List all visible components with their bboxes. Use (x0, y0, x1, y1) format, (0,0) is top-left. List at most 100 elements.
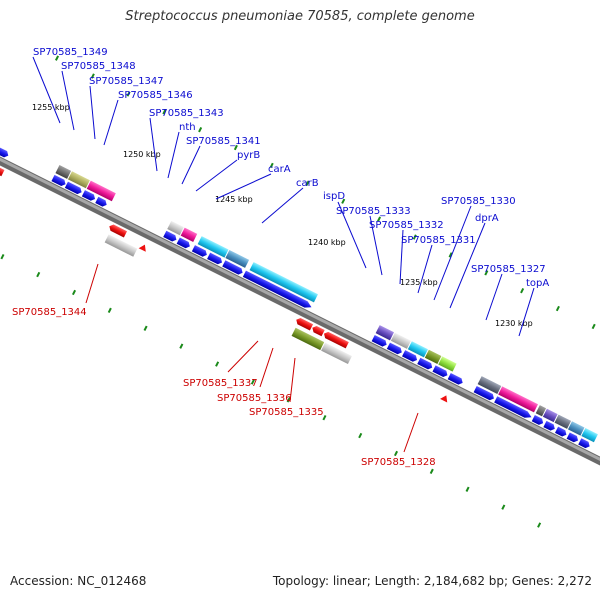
tick-label: 1245 kbp (215, 195, 253, 204)
gene-label[interactable]: SP70585_1343 (149, 108, 224, 119)
ruler-tick (501, 504, 506, 510)
gene-label[interactable]: carB (296, 178, 319, 189)
forward-cds-arrow (222, 260, 243, 275)
reverse-cds-arrow (296, 317, 314, 331)
ruler-labels: 1255 kbp 1250 kbp 1245 kbp 1240 kbp 1235… (32, 103, 533, 328)
genome-summary: Topology: linear; Length: 2,184,682 bp; … (272, 574, 592, 588)
ruler-tick (215, 361, 220, 367)
gene-label[interactable]: SP70585_1335 (249, 407, 324, 418)
gene-label[interactable]: dprA (475, 213, 499, 224)
ruler-tick (143, 325, 148, 331)
gene-label[interactable]: SP70585_1328 (361, 457, 436, 468)
feature-block (424, 349, 442, 365)
ruler-tick (269, 162, 274, 169)
feature-block (375, 325, 394, 341)
forward-cds-arrow (578, 438, 590, 449)
forward-cds-arrow (0, 145, 9, 158)
reverse-cds-arrow (312, 326, 325, 337)
label-leader (518, 287, 535, 337)
feature-block (542, 408, 558, 423)
gene-label[interactable]: topA (526, 278, 549, 289)
feature-block (477, 376, 502, 394)
ruler-tick (126, 91, 131, 97)
feature-block (167, 220, 184, 236)
forward-cds-arrow (191, 245, 207, 257)
gene-label[interactable]: SP70585_1331 (401, 235, 476, 246)
backbone-highlight (0, 135, 600, 506)
forward-cds-arrow (494, 396, 532, 418)
gene-label[interactable]: SP70585_1336 (217, 393, 292, 404)
label-leader (89, 85, 96, 140)
gene-label[interactable]: SP70585_1333 (336, 206, 411, 217)
ruler-tick (465, 486, 470, 492)
map-title: Streptococcus pneumoniae 70585, complete… (125, 9, 475, 24)
label-leader (261, 187, 304, 224)
gene-label[interactable]: SP70585_1337 (183, 378, 258, 389)
label-leader (369, 215, 383, 276)
reverse-feature-track (104, 234, 352, 365)
gene-label[interactable]: SP70585_1341 (186, 136, 261, 147)
gene-label[interactable]: pyrB (237, 150, 260, 161)
ruler-tick (393, 450, 399, 457)
gene-label[interactable]: SP70585_1327 (471, 264, 546, 275)
forward-cds-arrow (163, 230, 177, 242)
ruler-tick (591, 323, 596, 330)
ruler-tick (233, 144, 238, 151)
label-leader (337, 201, 367, 269)
forward-cds-arrow (176, 237, 190, 249)
tick-label: 1230 kbp (495, 319, 533, 328)
feature-block (535, 405, 547, 417)
feature-block (225, 249, 250, 268)
label-leader (103, 99, 119, 146)
reverse-label-leaders (85, 263, 419, 453)
gene-label[interactable]: SP70585_1330 (441, 196, 516, 207)
forward-cds-arrow (207, 252, 223, 265)
reverse-cds-arrow (324, 331, 349, 349)
gene-label[interactable]: SP70585_1347 (89, 76, 164, 87)
ruler-tick (250, 379, 255, 385)
forward-gene-labels: SP70585_1349 SP70585_1348 SP70585_1347 S… (33, 47, 549, 289)
label-leader (167, 131, 180, 179)
forward-cds-track (0, 145, 590, 449)
forward-cds-arrow (473, 385, 494, 401)
ruler-tick (358, 432, 363, 439)
feature-block (291, 327, 325, 351)
feature-block (86, 180, 116, 202)
ruler-tick (36, 271, 41, 278)
gene-label[interactable]: SP70585_1332 (369, 220, 444, 231)
feature-block (567, 421, 585, 436)
forward-cds-arrow (554, 426, 567, 437)
feature-block (180, 227, 198, 242)
label-leader (417, 244, 433, 294)
gene-label[interactable]: nth (179, 122, 196, 133)
gene-label[interactable]: ispD (323, 191, 345, 202)
forward-cds-arrow (531, 415, 544, 425)
ruler-tick (198, 127, 203, 133)
gene-label[interactable]: SP70585_1346 (118, 90, 193, 101)
gene-label[interactable]: SP70585_1349 (33, 47, 108, 58)
ruler-tick (537, 522, 542, 528)
ruler-tick (0, 254, 5, 260)
ruler-tick (448, 252, 453, 258)
ruler-tick (520, 288, 525, 294)
forward-feature-track (55, 165, 598, 443)
ruler-tick (55, 55, 60, 61)
feature-block (55, 165, 72, 179)
reverse-cds-arrow (109, 224, 128, 238)
feature-block (390, 332, 411, 349)
gene-label[interactable]: SP70585_1348 (61, 61, 136, 72)
forward-cds-arrow (447, 372, 463, 385)
ruler-tick (429, 468, 434, 475)
label-leader (32, 56, 61, 124)
gene-label[interactable]: carA (268, 164, 291, 175)
label-leader (449, 222, 486, 309)
tick-label: 1235 kbp (400, 278, 438, 287)
reverse-cds-track (0, 164, 349, 349)
accession-label: Accession: NC_012468 (10, 574, 147, 588)
ruler-tick (412, 234, 417, 240)
label-leader (181, 145, 201, 185)
reverse-cds-arrow (0, 164, 5, 177)
label-leader (433, 205, 472, 301)
ruler-tick (286, 397, 291, 403)
gene-label[interactable]: SP70585_1344 (12, 307, 87, 318)
